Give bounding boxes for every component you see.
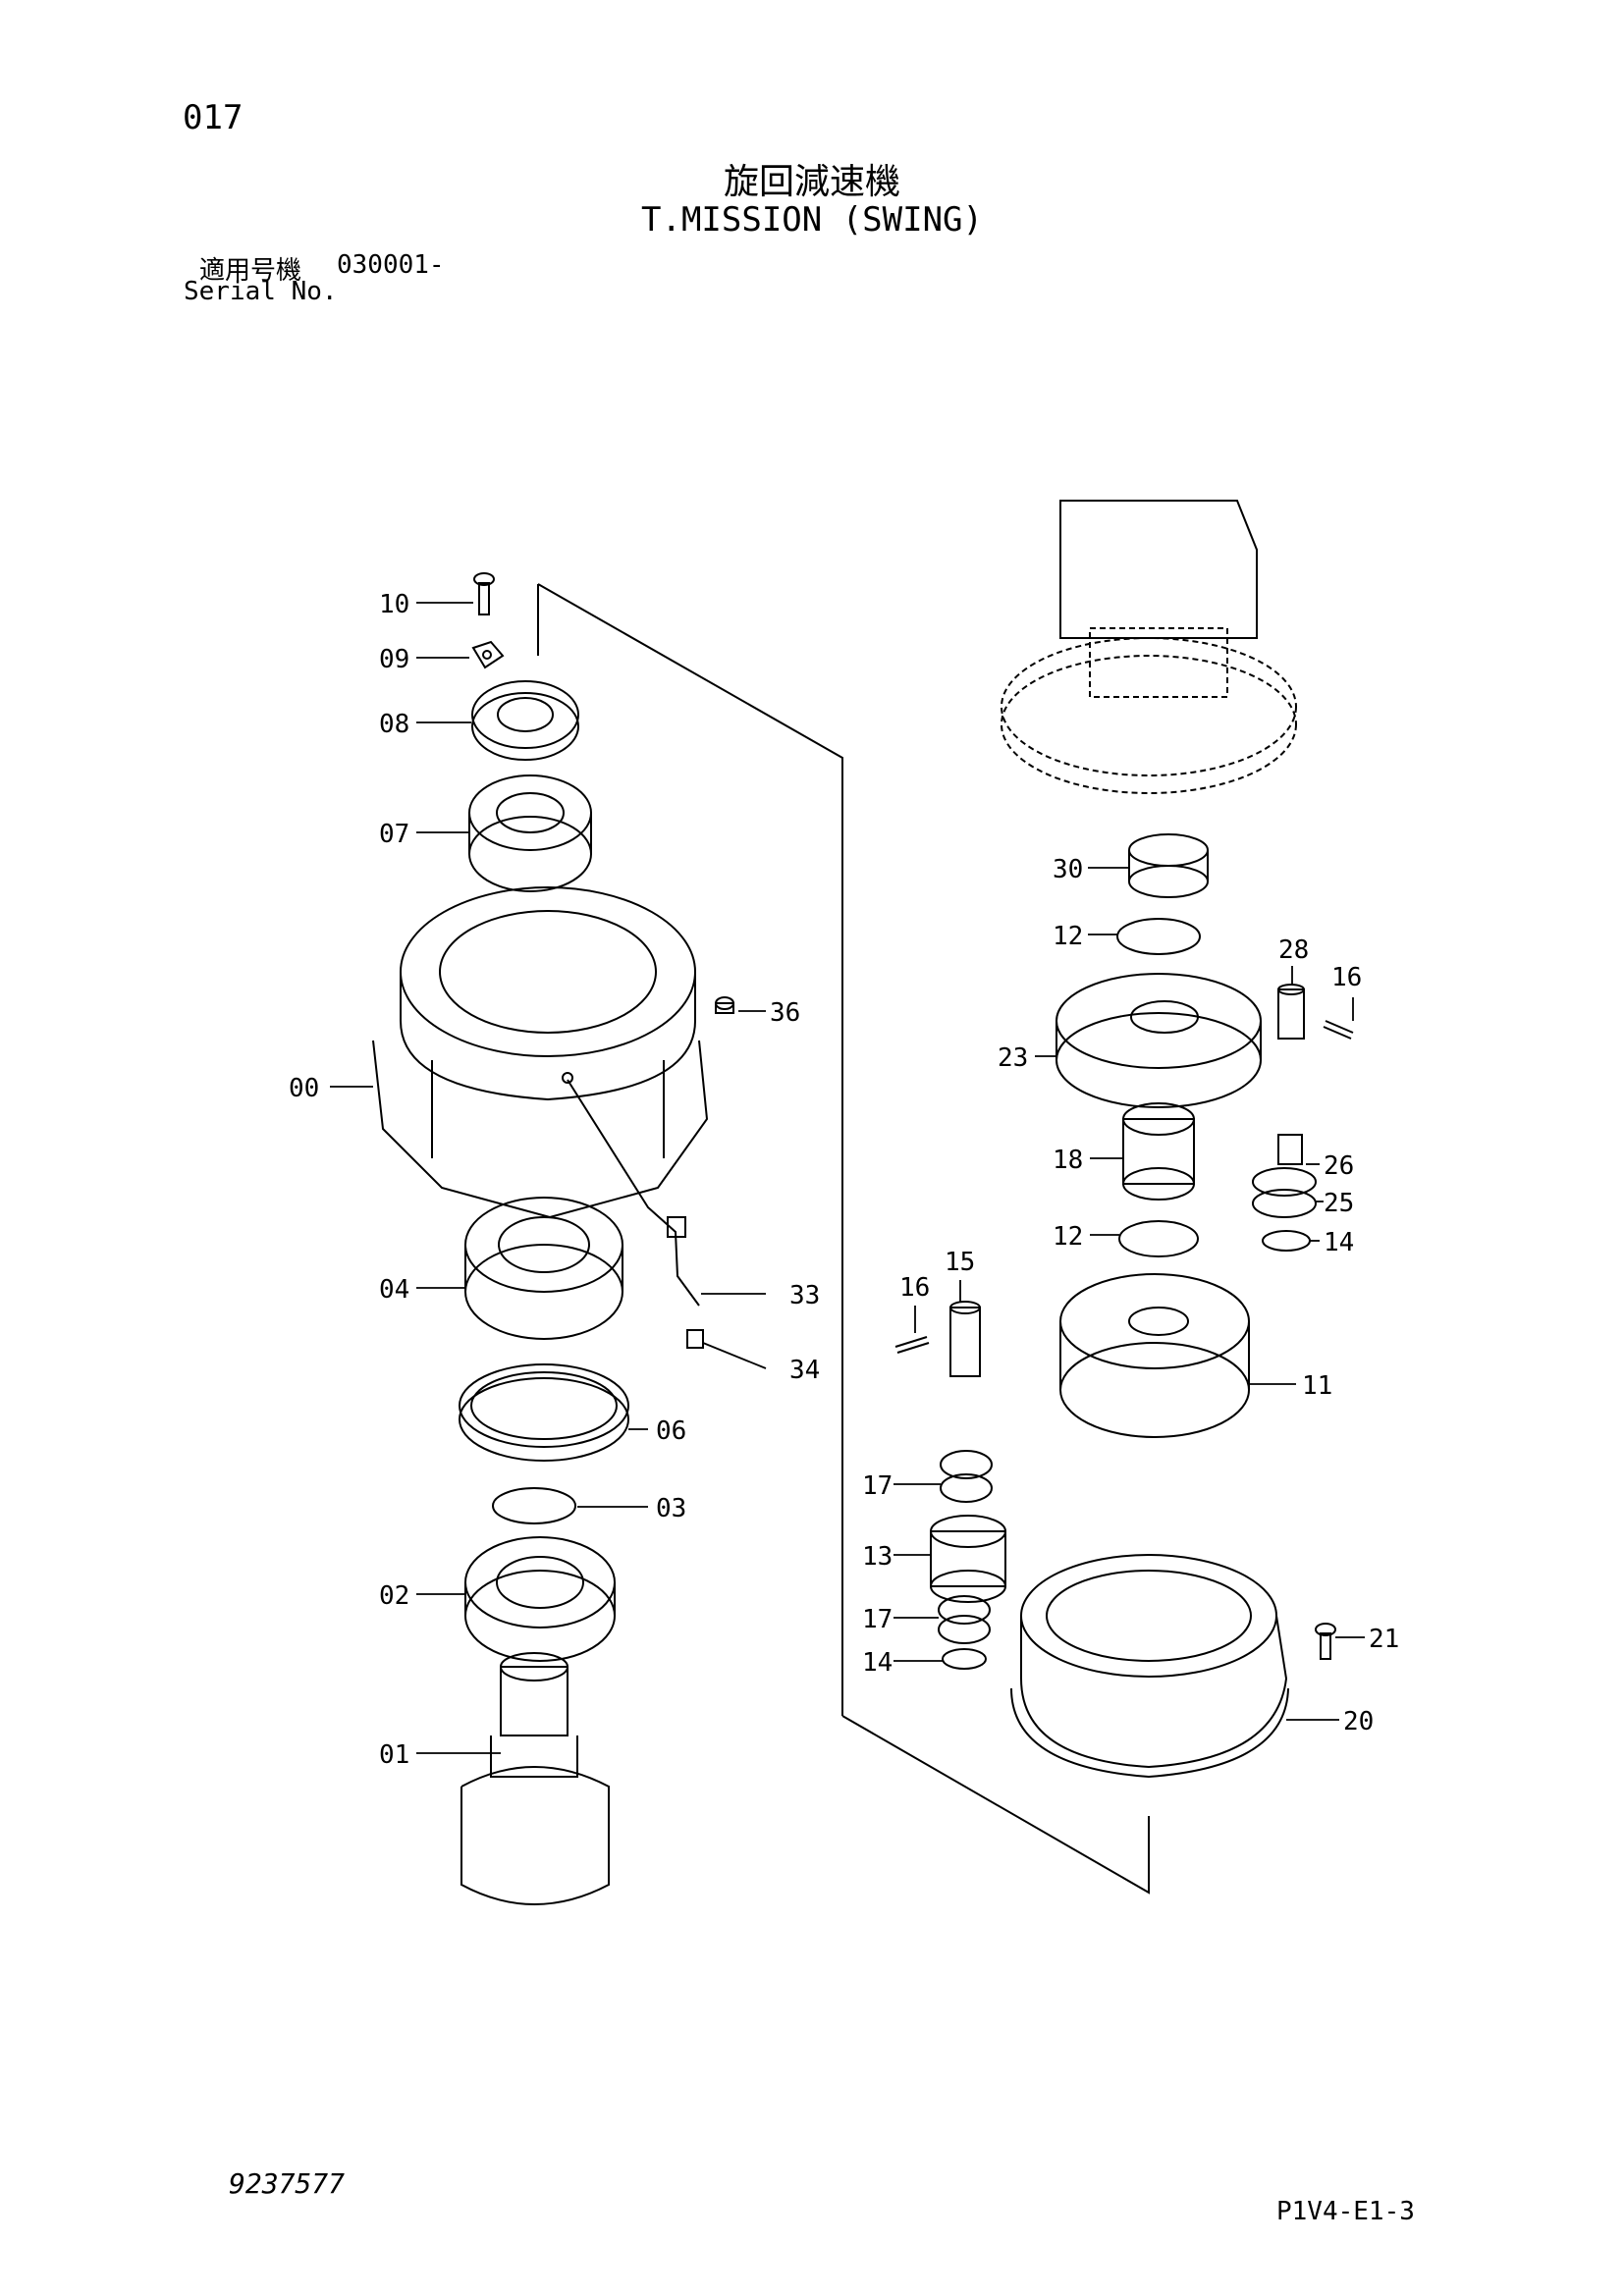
callout-14-upper: 14 <box>1324 1228 1354 1257</box>
callout-16-lower: 16 <box>899 1273 930 1303</box>
page-number: 017 <box>183 98 244 137</box>
part-gear-25 <box>1252 1167 1317 1218</box>
callout-04: 04 <box>379 1275 409 1305</box>
part-shaft-01 <box>460 1652 610 1905</box>
callout-02: 02 <box>379 1581 409 1611</box>
callout-18: 18 <box>1053 1146 1083 1175</box>
callout-25: 25 <box>1324 1189 1354 1218</box>
callout-28: 28 <box>1278 935 1309 965</box>
part-gear-13 <box>930 1515 1006 1603</box>
leader-lines <box>330 602 1365 1754</box>
part-carrier-23 <box>1056 973 1262 1108</box>
part-bearing-17a <box>940 1450 993 1503</box>
callout-16-upper: 16 <box>1331 963 1362 992</box>
part-cover-08 <box>471 680 579 761</box>
part-oring-03 <box>492 1487 576 1524</box>
serial-code: 030001- <box>337 250 445 280</box>
callout-06: 06 <box>656 1416 686 1446</box>
part-gear-18 <box>1122 1102 1195 1201</box>
part-bearing-04 <box>464 1197 623 1340</box>
part-plug-36 <box>715 996 734 1014</box>
callout-14-lower: 14 <box>862 1648 893 1678</box>
serial-label-japanese: 適用号機 <box>199 256 302 286</box>
callout-36: 36 <box>770 998 800 1028</box>
callout-09: 09 <box>379 645 409 674</box>
callout-labels: 10 09 08 07 00 36 04 33 34 06 03 02 01 3… <box>289 590 1399 1770</box>
part-washer-14b <box>942 1648 987 1670</box>
callout-34: 34 <box>789 1356 820 1385</box>
callout-12-lower: 12 <box>1053 1222 1083 1252</box>
callout-26: 26 <box>1324 1151 1354 1181</box>
callout-20: 20 <box>1343 1707 1374 1736</box>
callout-10: 10 <box>379 590 409 619</box>
callout-01: 01 <box>379 1740 409 1770</box>
document-number: 9237577 <box>229 2167 346 2200</box>
callout-12-upper: 12 <box>1053 922 1083 951</box>
callout-17-upper: 17 <box>862 1471 893 1501</box>
part-seal-06 <box>459 1363 629 1462</box>
part-motor-assembly <box>1001 500 1297 794</box>
title-japanese: 旋回減速機 <box>723 162 900 202</box>
part-pin-16a <box>1323 1020 1354 1040</box>
part-gear-30 <box>1128 833 1209 898</box>
callout-23: 23 <box>998 1043 1028 1073</box>
callout-21: 21 <box>1369 1625 1399 1654</box>
part-plate-09 <box>471 640 505 669</box>
callout-07: 07 <box>379 820 409 849</box>
part-bolt-21 <box>1315 1623 1336 1660</box>
callout-11: 11 <box>1302 1371 1332 1401</box>
part-bearing-17b <box>938 1595 991 1644</box>
part-hose-33 <box>567 1079 700 1307</box>
callout-08: 08 <box>379 710 409 739</box>
part-ring-gear-20 <box>1010 1554 1289 1779</box>
callout-03: 03 <box>656 1494 686 1523</box>
part-carrier-11 <box>1059 1273 1250 1438</box>
callout-00: 00 <box>289 1074 319 1103</box>
part-fitting-34 <box>686 1329 704 1349</box>
part-pin-26 <box>1277 1134 1303 1165</box>
part-bearing-07 <box>468 774 592 892</box>
part-seal-02 <box>464 1536 616 1662</box>
assembly-bracket <box>537 583 1150 1895</box>
reference-code: P1V4-E1-3 <box>1276 2197 1415 2226</box>
part-washer-12a <box>1116 918 1201 955</box>
callout-15: 15 <box>945 1248 975 1277</box>
part-pin-28 <box>1277 984 1305 1040</box>
part-housing-00 <box>372 886 709 1219</box>
part-pin-15 <box>949 1301 981 1377</box>
callout-13: 13 <box>862 1542 893 1572</box>
serial-label-english: Serial No. <box>184 277 338 306</box>
part-bolt-10 <box>473 572 495 615</box>
part-pin-16b <box>894 1336 930 1354</box>
title-english: T.MISSION (SWING) <box>641 200 983 240</box>
callout-30: 30 <box>1053 855 1083 884</box>
callout-17-lower: 17 <box>862 1605 893 1634</box>
callout-33: 33 <box>789 1281 820 1310</box>
part-washer-12b <box>1118 1220 1199 1257</box>
part-washer-14a <box>1262 1230 1311 1252</box>
